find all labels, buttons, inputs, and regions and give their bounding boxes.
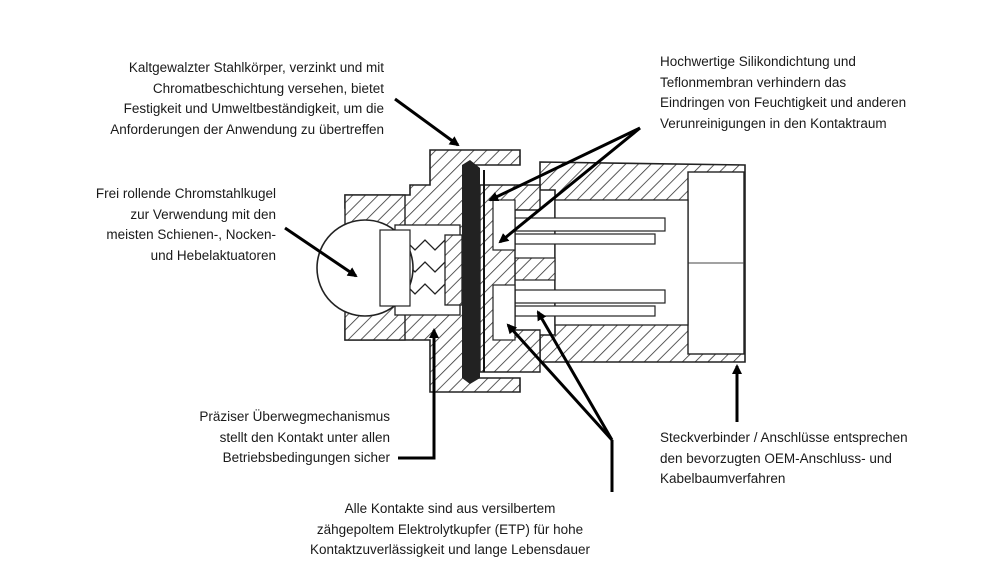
- chrome-steel-ball: [316, 219, 414, 317]
- silicone-seal: [462, 160, 485, 384]
- arrow-contact-1: [506, 323, 614, 442]
- callout-line: Anforderungen der Anwendung zu übertreff…: [110, 121, 384, 137]
- callout-line: Alle Kontakte sind aus versilbertem: [344, 501, 556, 516]
- callout-line: den bevorzugten OEM-Anschluss- und: [660, 450, 892, 466]
- callout-line: Festigkeit und Umweltbeständigkeit, um d…: [123, 101, 384, 116]
- callout-line: Frei rollende Chromstahlkugel: [95, 186, 276, 201]
- callout-line: meisten Schienen-, Nocken-: [106, 227, 276, 242]
- callout-line: Chromatbeschichtung versehen, bietet: [152, 80, 384, 96]
- callout-line: Präziser Überwegmechanismus: [199, 409, 390, 424]
- callout-line: Verunreinigungen in den Kontaktraum: [660, 115, 887, 131]
- callout-steel-body: Kaltgewalzter Stahlkörper, verzinkt und …: [110, 58, 384, 140]
- callout-line: Teflonmembran verhindern das: [660, 74, 847, 90]
- callout-line: Steckverbinder / Anschlüsse entsprechen: [660, 430, 908, 445]
- arrow-ball: [284, 226, 358, 278]
- callout-steel-ball: Frei rollende Chromstahlkugel zur Verwen…: [96, 184, 276, 266]
- callout-line: und Hebelaktuatoren: [150, 247, 276, 263]
- callout-line: Kabelbaumverfahren: [660, 471, 786, 486]
- callout-connector: Steckverbinder / Anschlüsse entsprechen …: [660, 428, 908, 490]
- callout-overtravel-mechanism: Präziser Überwegmechanismus stellt den K…: [199, 407, 390, 469]
- arrow-seal-2: [498, 126, 641, 244]
- leader-lines: [284, 97, 742, 492]
- callout-line: Betriebsbedingungen sicher: [222, 450, 390, 465]
- callout-line: Kaltgewalzter Stahlkörper, verzinkt und …: [128, 60, 384, 75]
- arrow-body: [394, 97, 460, 147]
- arrow-contact-2: [536, 310, 614, 441]
- callout-line: zähgepoltem Elektrolytkupfer (ETP) für h…: [316, 521, 584, 537]
- callout-line: Hochwertige Silikondichtung und: [660, 54, 856, 69]
- callout-line: stellt den Kontakt unter allen: [219, 429, 390, 445]
- callout-silicone-seal: Hochwertige Silikondichtung und Teflonme…: [660, 52, 906, 134]
- arrow-mechanism: [398, 328, 439, 460]
- callout-contacts: Alle Kontakte sind aus versilbertem zähg…: [300, 499, 600, 561]
- overtravel-spring: [404, 234, 463, 306]
- connector-housing: [539, 161, 746, 363]
- callout-line: Eindringen von Feuchtigkeit und anderen: [660, 95, 907, 110]
- callout-line: Kontaktzuverlässigkeit und lange Lebensd…: [310, 542, 590, 557]
- arrow-seal-1: [488, 126, 641, 202]
- callout-line: zur Verwendung mit den: [130, 206, 276, 222]
- contact-pins: [514, 217, 666, 317]
